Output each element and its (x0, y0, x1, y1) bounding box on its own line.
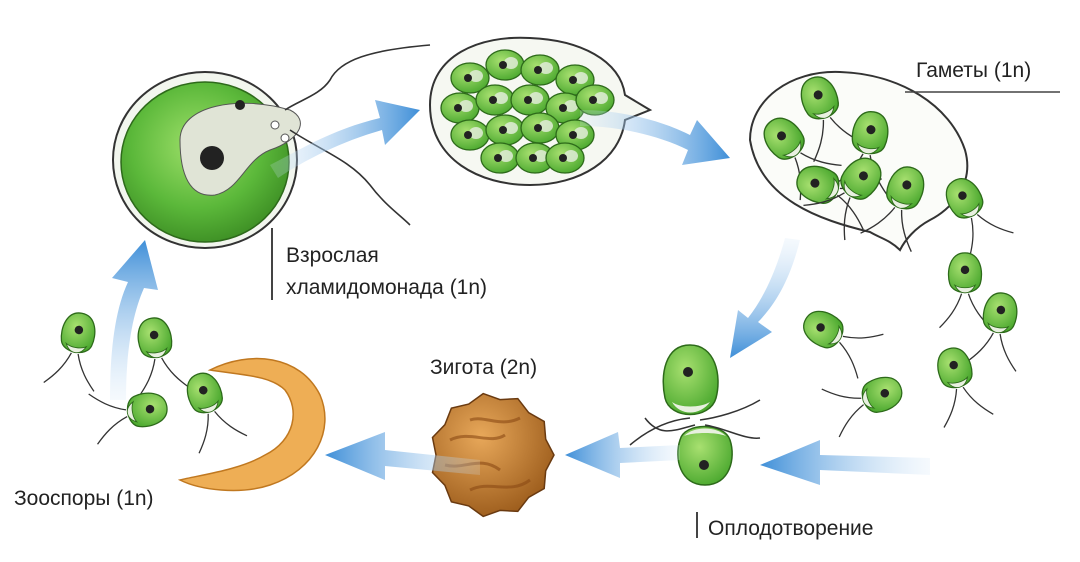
daughter-cell (475, 84, 515, 116)
label-gametes: Гаметы (1n) (916, 59, 1032, 82)
label-zygote: Зигота (2n) (430, 356, 538, 379)
arrow-zoospores-to-adult (110, 240, 158, 400)
fertilization-pair (629, 344, 761, 538)
daughter-cell (510, 84, 550, 116)
adult-chlamydomonas (112, 44, 431, 249)
arrow-zygote-to-zoospores (325, 432, 480, 480)
daughter-cell (485, 114, 525, 146)
arrow-adult-to-division (270, 100, 420, 178)
zygote (431, 392, 555, 518)
zoospore-cell (88, 380, 172, 445)
daughter-cell (480, 142, 520, 174)
daughter-cell (520, 54, 560, 86)
daughter-cell (450, 62, 490, 94)
arrow-free-gametes-to-fertilization (760, 440, 930, 485)
label-zoospores: Зооспоры (1n) (14, 487, 154, 510)
gamete-cell (792, 296, 885, 380)
zoospore-cell (43, 308, 108, 392)
gamete-cell (965, 288, 1030, 372)
zoospores (43, 308, 248, 454)
arrow-division-to-gametes (580, 110, 730, 165)
label-adult-line1: Взрослая (286, 244, 379, 267)
gamete-cell (924, 341, 994, 429)
label-fertilization: Оплодотворение (708, 517, 874, 540)
daughter-cell (440, 92, 480, 124)
zoospore-cyst-shell (177, 357, 326, 492)
daughter-cell (545, 142, 585, 174)
gamete-cell (821, 362, 911, 438)
daughter-cell (515, 142, 555, 174)
zoospore-cell (125, 313, 190, 397)
arrow-fertilization-to-zygote (565, 432, 680, 478)
daughter-cell (520, 112, 560, 144)
daughter-cell (485, 49, 525, 81)
zoospore-cell (172, 364, 248, 454)
daughter-cell (450, 119, 490, 151)
label-adult-line2: хламидомонада (1n) (286, 276, 488, 299)
dividing-cell (428, 36, 653, 187)
arrow-gametes-to-fertilization (730, 238, 800, 358)
gametangium (748, 68, 969, 253)
daughter-cell (575, 84, 615, 116)
